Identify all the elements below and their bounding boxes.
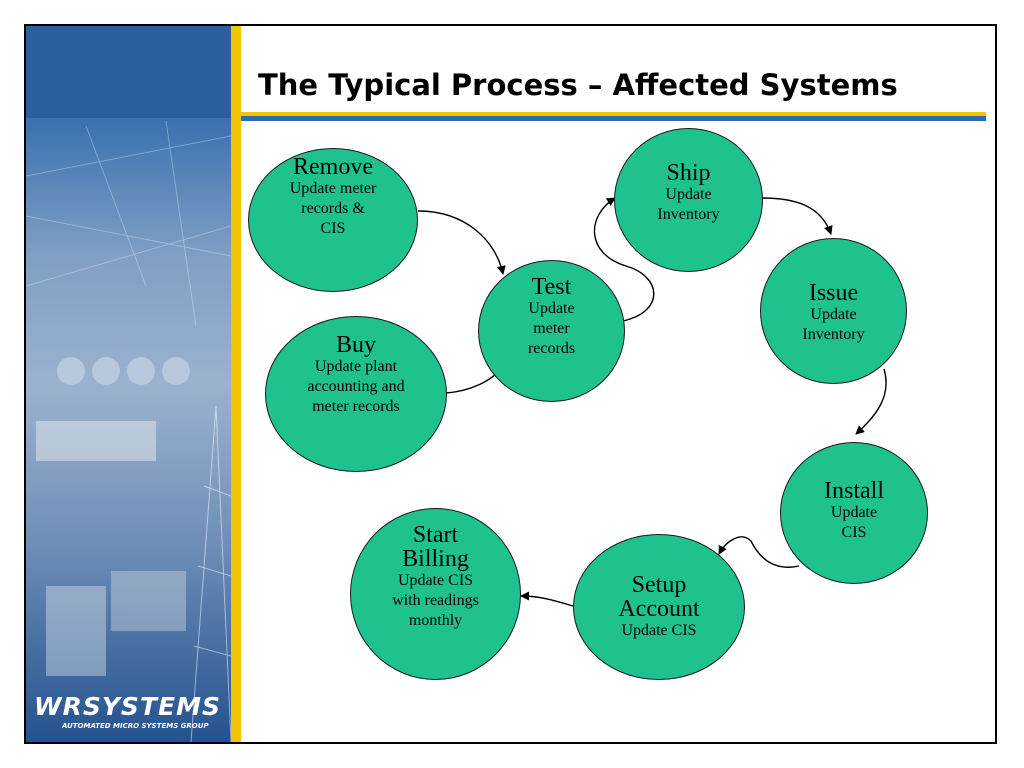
logo-tagline: AUTOMATED MICRO SYSTEMS GROUP [62,722,209,730]
arrow-ship-to-issue [761,197,833,235]
node-ship-desc: Update Inventory [657,186,720,223]
node-issue: Issue Update Inventory [760,238,907,384]
sidebar-photo-panel: WRSYSTEMS AUTOMATED MICRO SYSTEMS GROUP [26,26,231,742]
sidebar-header-block [26,26,231,118]
company-logo: WRSYSTEMS AUTOMATED MICRO SYSTEMS GROUP [32,692,228,732]
slide-title: The Typical Process – Affected Systems [258,68,898,102]
node-ship-name: Ship [666,160,711,186]
arrow-issue-to-install [855,368,887,435]
title-underline-gold [241,112,986,116]
logo-wordmark: WRSYSTEMS [34,692,221,721]
node-issue-name: Issue [808,280,859,306]
node-install-name: Install [824,478,884,504]
node-buy-name: Buy [335,332,376,358]
arrow-test-to-ship [593,197,655,322]
node-install-desc: Update CIS [830,504,878,541]
node-setup-account-name: Setup Account [618,572,700,622]
node-remove: Remove Update meter records & CIS [248,148,418,292]
node-test-name: Test [531,274,572,300]
node-setup-account-desc: Update CIS [621,622,697,639]
node-start-billing: Start Billing Update CIS with readings m… [350,508,521,680]
arrow-remove-to-test [417,210,506,275]
node-buy: Buy Update plant accounting and meter re… [265,316,447,472]
node-install: Install Update CIS [780,442,928,584]
arrow-install-to-setup [718,536,800,568]
sidebar-decoration [26,120,231,742]
node-test: Test Update meter records [478,260,625,402]
flow-arrows [417,197,887,607]
title-underline-blue [241,116,986,121]
node-test-desc: Update meter records [527,300,576,357]
node-start-billing-desc: Update CIS with readings monthly [392,572,479,629]
slide-frame: WRSYSTEMS AUTOMATED MICRO SYSTEMS GROUP … [24,24,997,744]
node-remove-name: Remove [293,154,373,180]
arrow-setup-to-billing [520,591,574,607]
node-buy-desc: Update plant accounting and meter record… [307,358,405,415]
vertical-accent-bar [231,26,241,742]
node-issue-desc: Update Inventory [802,306,865,343]
node-setup-account: Setup Account Update CIS [573,534,745,680]
node-start-billing-name: Start Billing [402,522,469,572]
node-remove-desc: Update meter records & CIS [289,180,377,237]
node-ship: Ship Update Inventory [614,128,763,272]
